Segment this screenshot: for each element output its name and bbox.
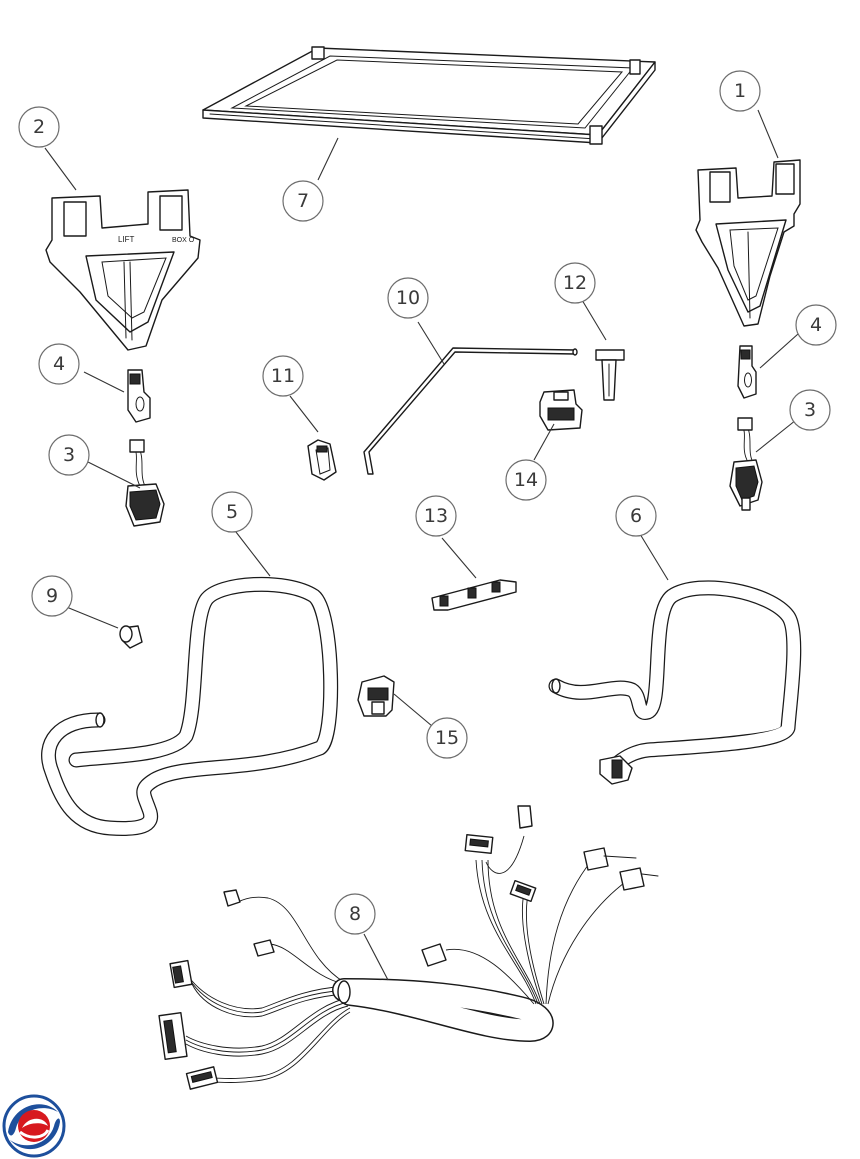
part-13-rail[interactable] <box>431 579 517 611</box>
callout-2[interactable]: 2 <box>18 106 60 148</box>
callout-5[interactable]: 5 <box>211 491 253 533</box>
callout-label: 1 <box>734 80 746 102</box>
part-4-clip-right[interactable] <box>737 345 757 399</box>
callout-7[interactable]: 7 <box>282 180 324 222</box>
callout-10[interactable]: 10 <box>387 277 429 319</box>
part-3-switch-right[interactable] <box>729 417 763 511</box>
part-8-wire-harness[interactable] <box>158 805 659 1090</box>
part-2-left-bracket[interactable]: LIFT BOX O <box>45 189 201 351</box>
callout-label: 2 <box>33 116 45 138</box>
callout-label: 10 <box>396 287 420 309</box>
part-15-bracket[interactable] <box>357 675 395 717</box>
leader-lines <box>44 109 799 981</box>
callout-label: 5 <box>226 501 238 523</box>
callout-9[interactable]: 9 <box>31 575 73 617</box>
callout-label: 9 <box>46 585 58 607</box>
bracket-left-box-text: BOX O <box>172 237 195 244</box>
part-7-door-frame[interactable] <box>202 46 656 145</box>
callout-label: 4 <box>810 314 822 336</box>
brand-swirl-logo <box>2 1094 66 1158</box>
part-1-right-bracket[interactable] <box>695 159 801 327</box>
callout-3-right[interactable]: 3 <box>789 389 831 431</box>
callout-label: 12 <box>563 272 587 294</box>
part-5-hose-left[interactable] <box>41 576 339 836</box>
part-14-block[interactable] <box>539 389 583 431</box>
callout-label: 14 <box>514 469 538 491</box>
part-10-rod[interactable] <box>363 347 578 475</box>
part-11-latch[interactable] <box>307 439 337 481</box>
callout-6[interactable]: 6 <box>615 495 657 537</box>
callout-label: 8 <box>349 903 361 925</box>
callout-11[interactable]: 11 <box>262 355 304 397</box>
callout-label: 15 <box>435 727 459 749</box>
callout-label: 6 <box>630 505 642 527</box>
part-9-grommet[interactable] <box>119 625 143 649</box>
callout-8[interactable]: 8 <box>334 893 376 935</box>
callout-label: 13 <box>424 505 448 527</box>
callout-3-left[interactable]: 3 <box>48 434 90 476</box>
callout-label: 3 <box>63 444 75 466</box>
callout-label: 3 <box>804 399 816 421</box>
callout-1[interactable]: 1 <box>719 70 761 112</box>
callout-label: 4 <box>53 353 65 375</box>
bracket-left-lift-text: LIFT <box>118 235 135 244</box>
callout-label: 11 <box>271 365 295 387</box>
callout-4-left[interactable]: 4 <box>38 343 80 385</box>
part-4-clip-left[interactable] <box>127 369 151 423</box>
callout-15[interactable]: 15 <box>426 717 468 759</box>
callout-label: 7 <box>297 190 309 212</box>
callout-12[interactable]: 12 <box>554 262 596 304</box>
callout-14[interactable]: 14 <box>505 459 547 501</box>
part-3-switch-left[interactable] <box>125 439 165 527</box>
callout-4-right[interactable]: 4 <box>795 304 837 346</box>
part-12-pin[interactable] <box>595 349 625 401</box>
callout-13[interactable]: 13 <box>415 495 457 537</box>
part-6-hose-right[interactable] <box>548 580 802 785</box>
